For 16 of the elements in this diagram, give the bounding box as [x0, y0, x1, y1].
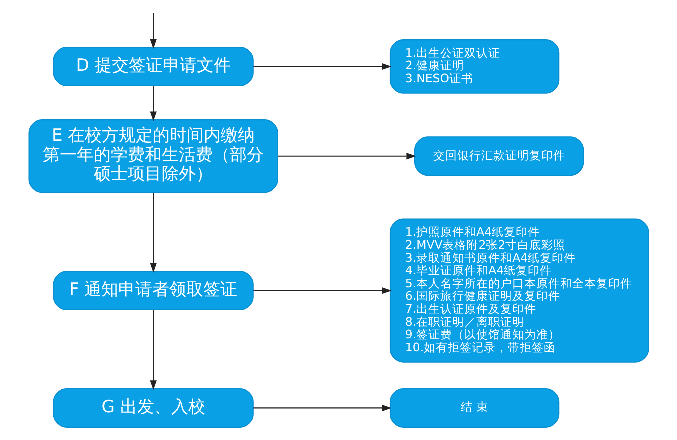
arrow [150, 192, 156, 273]
arrow [253, 63, 392, 70]
node-box: 1.出生公证双认证 2.健康证明 3.NESO证书 [389, 40, 560, 94]
arrow [278, 153, 416, 160]
arrow [253, 404, 392, 412]
node-box: 交回银行汇款证明复印件 [414, 136, 584, 176]
arrow [150, 86, 156, 122]
node-box: F 通知申请者领取签证 [52, 271, 254, 311]
node-box: E 在校方规定的时间内缴纳第一年的学费和生活费（部分硕士项目除外） [28, 120, 278, 194]
node-box: G 出发、入校 [52, 388, 254, 428]
arrow [253, 287, 392, 294]
node-box: 结 束 [389, 388, 560, 428]
arrow [150, 14, 156, 50]
node-box: 1.护照原件和A4纸复印件 2.MVV表格附2张2寸白底彩照 3.录取通知书原件和A4纸复印件 4.毕业证原件和A4纸复印件 5.本人名字所在的户口本原件和全本复印件 6.国际旅行健康证明及复印件 7.出生认证原件及复印件 8.在职证明／离职证明 9.签证费（以使馆通知为准） 10.如有拒签记录，带拒签函 [389, 218, 649, 363]
node-box: D 提交签证申请文件 [52, 46, 254, 86]
arrow [150, 310, 156, 390]
